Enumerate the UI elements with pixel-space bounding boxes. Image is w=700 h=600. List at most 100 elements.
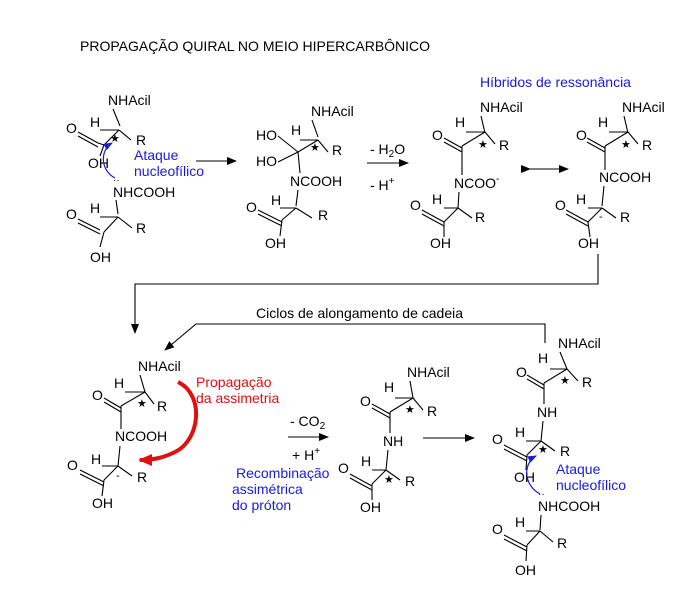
atom-label: NH bbox=[383, 433, 403, 449]
attack-label: nucleofílico bbox=[134, 163, 204, 179]
recombination-label: do próton bbox=[232, 497, 291, 513]
lone-pair-dots: ·· bbox=[538, 489, 545, 500]
atom-label: H bbox=[271, 192, 281, 208]
atom-label: R bbox=[620, 209, 630, 225]
atom-label: H bbox=[598, 114, 608, 130]
atom-label: H bbox=[361, 453, 371, 469]
atom-label: R bbox=[318, 207, 328, 223]
condition-label: - CO2 bbox=[290, 413, 326, 432]
atom-label: O bbox=[66, 120, 77, 136]
atom-label: OH bbox=[515, 562, 536, 578]
molecule-carbanion: NHAcil H O R ★ NCOOH H O R - OH Propagaç… bbox=[67, 358, 279, 511]
atom-label: NH bbox=[537, 404, 557, 420]
cycle-arrow bbox=[164, 323, 546, 351]
carbanion-charge: - bbox=[599, 211, 603, 223]
atom-label: OH bbox=[265, 235, 286, 251]
atom-label: R bbox=[136, 220, 146, 236]
molecule-dipeptide-product: NHAcil H O R ★ NH H O R ★ OH bbox=[338, 364, 450, 515]
stereocenter-star-icon: ★ bbox=[137, 398, 147, 410]
lone-pair-dots: ·· bbox=[113, 175, 120, 186]
atom-label: O bbox=[67, 457, 78, 473]
scheme-title: PROPAGAÇÃO QUIRAL NO MEIO HIPERCARBÔNICO bbox=[80, 38, 430, 54]
atom-label: OH bbox=[360, 499, 381, 515]
atom-label: H bbox=[90, 114, 100, 130]
atom-label: R bbox=[427, 403, 437, 419]
atom-label: R bbox=[405, 473, 415, 489]
atom-label: NHAcil bbox=[311, 103, 354, 119]
atom-label: H bbox=[538, 350, 548, 366]
atom-label: O bbox=[246, 199, 257, 215]
stereocenter-star-icon: ★ bbox=[384, 474, 394, 486]
atom-label: O bbox=[92, 387, 103, 403]
atom-label: O bbox=[360, 393, 371, 409]
resonance-label: Híbridos de ressonância bbox=[480, 74, 631, 90]
propagation-label: Propagação bbox=[196, 374, 272, 390]
atom-label: H bbox=[291, 122, 301, 138]
molecule-resonance-form-1: NHAcil H O R ★ NCOO- H O R OH bbox=[410, 99, 523, 251]
atom-label: NHAcil bbox=[407, 364, 450, 380]
atom-label: H bbox=[432, 191, 442, 207]
atom-label: R bbox=[475, 209, 485, 225]
atom-label: HO bbox=[256, 153, 277, 169]
atom-label: OH bbox=[90, 249, 111, 265]
atom-label: O bbox=[555, 197, 566, 213]
atom-label: NCOO- bbox=[454, 174, 499, 191]
stereocenter-star-icon: ★ bbox=[560, 375, 570, 387]
condition-label: + H+ bbox=[292, 446, 320, 463]
atom-label: R bbox=[582, 374, 592, 390]
atom-label: R bbox=[136, 132, 146, 148]
attack-label: nucleofílico bbox=[556, 477, 626, 493]
atom-label: O bbox=[66, 206, 77, 222]
atom-label: H bbox=[91, 451, 101, 467]
atom-label: NCOOH bbox=[290, 173, 342, 189]
atom-label: OH bbox=[514, 469, 535, 485]
atom-label: H bbox=[114, 375, 124, 391]
stereocenter-star-icon: ★ bbox=[310, 142, 320, 154]
condition-label: - H+ bbox=[370, 176, 395, 193]
atom-label: H bbox=[455, 114, 465, 130]
atom-label: OH bbox=[92, 495, 113, 511]
condition-label: - H2O bbox=[370, 141, 405, 160]
molecule-resonance-form-2: NHAcil H O R ★ NCOOH H O R - OH bbox=[555, 99, 665, 251]
carbanion-charge: - bbox=[116, 470, 120, 482]
atom-label: O bbox=[338, 460, 349, 476]
atom-label: NCOOH bbox=[115, 428, 167, 444]
atom-label: H bbox=[576, 191, 586, 207]
atom-label: NHAcil bbox=[138, 358, 181, 374]
atom-label: H bbox=[384, 379, 394, 395]
atom-label: O bbox=[492, 521, 503, 537]
atom-label: O bbox=[410, 197, 421, 213]
atom-label: NHCOOH bbox=[538, 498, 600, 514]
atom-label: NHAcil bbox=[108, 92, 151, 108]
stereocenter-star-icon: ★ bbox=[110, 133, 120, 145]
stereocenter-star-icon: ★ bbox=[621, 139, 631, 151]
atom-label: NHCOOH bbox=[113, 184, 175, 200]
stereocenter-star-icon: ★ bbox=[478, 139, 488, 151]
atom-label: R bbox=[332, 142, 342, 158]
atom-label: O bbox=[576, 127, 587, 143]
atom-label: OH bbox=[430, 235, 451, 251]
atom-label: NHAcil bbox=[622, 99, 665, 115]
atom-label: NCOOH bbox=[599, 169, 651, 185]
attack-label: Ataque bbox=[134, 147, 179, 163]
molecule-tetrahedral-intermediate: NHAcil H HO HO R ★ NCOOH H O R OH bbox=[246, 103, 354, 251]
atom-label: R bbox=[499, 137, 509, 153]
atom-label: NHAcil bbox=[558, 335, 601, 351]
recombination-label: Recombinação bbox=[236, 465, 330, 481]
atom-label: NHAcil bbox=[480, 99, 523, 115]
atom-label: O bbox=[432, 127, 443, 143]
atom-label: R bbox=[157, 398, 167, 414]
atom-label: H bbox=[515, 424, 525, 440]
atom-label: R bbox=[557, 535, 567, 551]
atom-label: HO bbox=[256, 127, 277, 143]
connector-arrow bbox=[131, 254, 599, 334]
chain-cycle-label: Ciclos de alongamento de cadeia bbox=[256, 305, 463, 321]
recombination-label: assimétrica bbox=[232, 481, 303, 497]
atom-label: O bbox=[516, 364, 527, 380]
atom-label: R bbox=[560, 443, 570, 459]
propagation-label: da assimetria bbox=[196, 390, 279, 406]
molecule-dipeptide-reactants: NHAcil H O R ★ OH NHCOOH H O R OH ·· Ata… bbox=[66, 92, 204, 265]
molecule-elongation-reactants: NHAcil H O R ★ NH H O R ★ OH NHCOOH H O … bbox=[492, 335, 626, 578]
atom-label: H bbox=[90, 200, 100, 216]
